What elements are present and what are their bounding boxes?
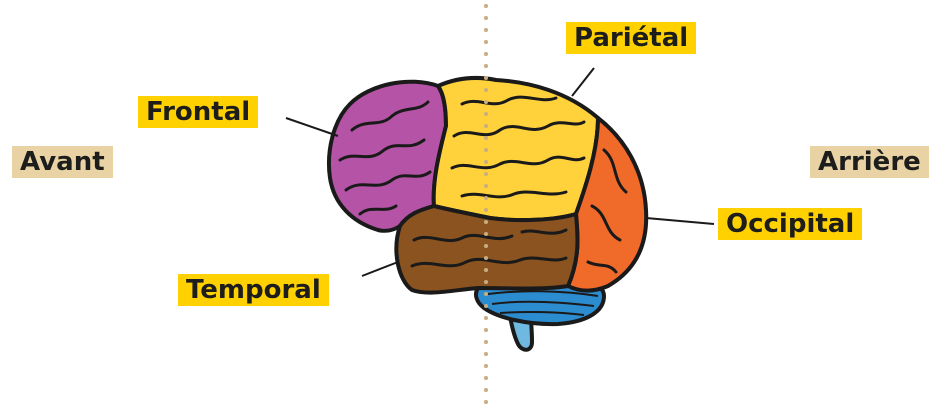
- temporal-label: Temporal: [178, 274, 329, 306]
- parietal-leader-line: [572, 68, 594, 96]
- frontal-leader-line: [286, 118, 338, 136]
- front-direction-label: Avant: [12, 146, 113, 178]
- occipital-leader-line: [646, 218, 714, 224]
- frontal-label: Frontal: [138, 96, 258, 128]
- parietal-label: Pariétal: [566, 22, 696, 54]
- temporal-lobe: [396, 206, 577, 293]
- back-direction-label: Arrière: [810, 146, 929, 178]
- occipital-label: Occipital: [718, 208, 862, 240]
- temporal-leader-line: [362, 262, 398, 276]
- parietal-lobe: [434, 78, 598, 220]
